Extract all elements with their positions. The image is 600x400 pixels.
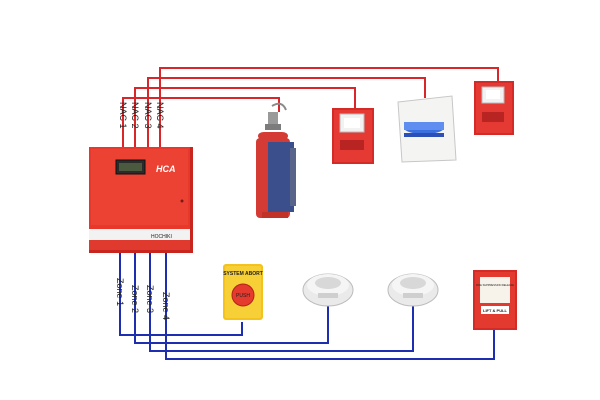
control-panel: HCA HOCHIKI xyxy=(89,147,193,253)
panel-key-icon xyxy=(180,199,184,203)
nac-4-wire xyxy=(159,67,499,148)
nac-1-label: NAC 1 xyxy=(118,102,128,129)
zone-2-label: Zone 2 xyxy=(130,285,140,313)
panel-base-strip xyxy=(89,229,190,240)
zone-4-wire xyxy=(165,252,495,360)
zone-1-label: Zone 1 xyxy=(115,278,125,306)
abort-station: SYSTEM ABORT PUSH xyxy=(223,264,263,320)
pull-station-action: LIFT & PULL xyxy=(483,308,508,313)
pull-station: FIRE SUPPRESSION RELEASE LIFT & PULL xyxy=(473,270,517,330)
zone-wiring xyxy=(119,252,495,360)
abort-label: SYSTEM ABORT xyxy=(223,271,263,277)
nac-3-wire xyxy=(147,77,426,148)
zone-3-wire xyxy=(149,252,414,352)
smoke-detector-1 xyxy=(302,273,354,307)
pull-station-title: FIRE SUPPRESSION RELEASE xyxy=(476,283,514,287)
zone-2-wire xyxy=(134,252,329,344)
zone-1-wire xyxy=(119,252,243,336)
nac-4-label: NAC 4 xyxy=(155,102,165,129)
panel-maker: HOCHIKI xyxy=(151,234,172,240)
abort-button-text: PUSH xyxy=(236,293,250,299)
panel-brand: HCA xyxy=(156,164,176,174)
smoke-detector-2 xyxy=(387,273,439,307)
zone-4-label: Zone 4 xyxy=(161,292,171,320)
horn-strobe-left xyxy=(332,108,374,164)
nac-2-label: NAC 2 xyxy=(130,102,140,129)
nac-2-wire xyxy=(134,87,356,148)
nac-wiring xyxy=(122,67,499,148)
nac-1-wire xyxy=(122,97,280,148)
gas-cylinder-icon xyxy=(256,102,296,218)
abort-push-button xyxy=(231,283,255,307)
horn-strobe-right xyxy=(474,81,514,135)
strobe-light-icon xyxy=(397,95,457,163)
zone-3-label: Zone 3 xyxy=(145,285,155,313)
nac-3-label: NAC 3 xyxy=(143,102,153,129)
